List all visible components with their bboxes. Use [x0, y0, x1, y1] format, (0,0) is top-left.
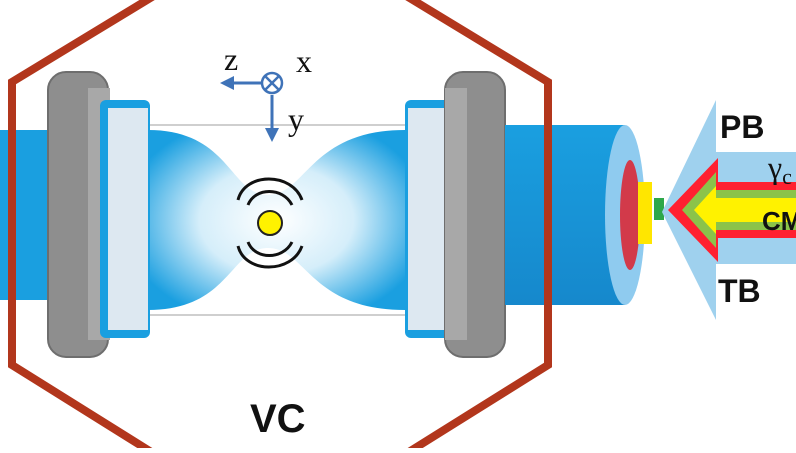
gamma-symbol: γ — [767, 149, 782, 185]
arrow-yellow — [694, 186, 796, 234]
right-fiber-core-red — [620, 160, 640, 270]
pb-label: PB — [720, 109, 764, 145]
axis-y-label: y — [288, 101, 304, 137]
vacuum-chamber-outline — [8, 0, 552, 453]
tb-label: TB — [718, 273, 761, 309]
cm-label: CM — [762, 206, 796, 236]
axis-x-label: x — [296, 43, 312, 79]
vibration-arc-top-inner — [246, 190, 294, 206]
axis-x-into-page-icon — [260, 71, 284, 95]
axis-z-arrowhead — [220, 76, 234, 90]
axis-y-arrowhead — [265, 128, 279, 142]
axis-z-label: z — [224, 41, 238, 77]
right-mirror-holder-face — [445, 88, 467, 340]
vacuum-chamber-label: VC — [250, 397, 306, 441]
vibration-arc-top-outer — [236, 177, 304, 201]
right-fiber-yellow — [638, 182, 652, 244]
trapped-particle — [257, 210, 283, 236]
gamma-label: γc — [767, 149, 792, 189]
left-mirror-face — [108, 108, 148, 330]
right-mirror-face — [408, 108, 448, 330]
right-fiber-green — [654, 198, 664, 220]
vibration-arc-bottom-inner — [246, 241, 294, 257]
gamma-subscript: c — [782, 164, 792, 189]
vibration-arc-bottom-outer — [236, 245, 304, 269]
